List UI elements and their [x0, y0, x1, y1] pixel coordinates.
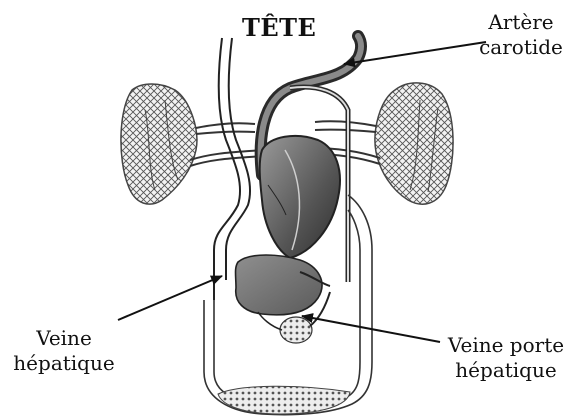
- label-veine-hepatique: Veine hépatique: [2, 326, 126, 376]
- arrow-veine-porte: [302, 316, 440, 342]
- label-veine-hepatique-line2: hépatique: [2, 351, 126, 376]
- right-lung: [375, 83, 453, 204]
- label-artere-carotide: Artère carotide: [460, 10, 582, 60]
- label-artere-carotide-line1: Artère: [460, 10, 582, 35]
- arrow-veine-hepatique: [118, 276, 222, 320]
- label-veine-porte-line1: Veine porte: [430, 333, 582, 358]
- label-veine-porte-hepatique: Veine porte hépatique: [430, 333, 582, 383]
- label-artere-carotide-line2: carotide: [460, 35, 582, 60]
- liver: [236, 255, 331, 315]
- diagram-title: TÊTE: [242, 13, 316, 42]
- left-lung: [121, 84, 197, 204]
- heart: [260, 136, 340, 258]
- label-veine-porte-line2: hépatique: [430, 358, 582, 383]
- label-veine-hepatique-line1: Veine: [2, 326, 126, 351]
